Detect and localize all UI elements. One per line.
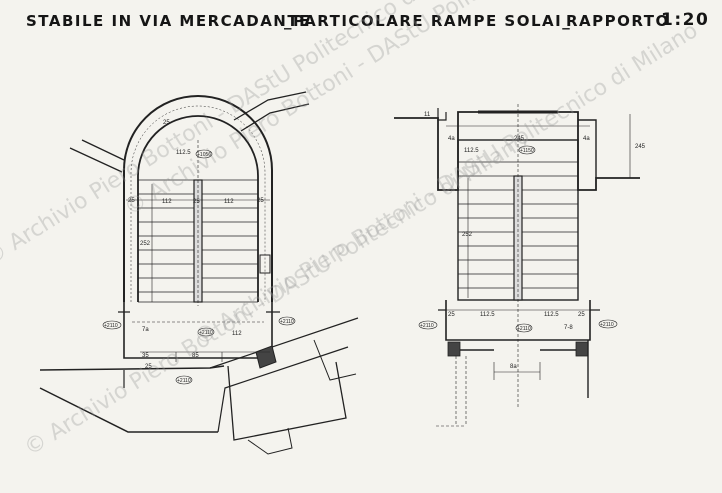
dim-landing-left: 7a bbox=[142, 327, 149, 333]
level-right: +2110 bbox=[280, 319, 294, 325]
level-right-right: +2110 bbox=[600, 322, 614, 328]
dim-depth-right: 252 bbox=[462, 232, 473, 238]
dim-side-height: 245 bbox=[635, 144, 646, 150]
wall-fixture bbox=[259, 254, 271, 274]
left-diagonal-wall bbox=[69, 139, 125, 173]
dim-tread-right: 112 bbox=[224, 199, 234, 205]
level-center-right: +2110 bbox=[517, 326, 531, 332]
dim-bottom-b: 85 bbox=[192, 353, 199, 359]
drawing-subtitle: _PARTICOLARE RAMPE SOLAI_ bbox=[284, 12, 572, 30]
level-top: +1056 bbox=[197, 152, 211, 158]
dim-bottom-left: 25 bbox=[448, 312, 455, 318]
lower-room bbox=[227, 361, 347, 441]
dim-tread-left: 112 bbox=[162, 199, 172, 205]
dim-top-left: 11 bbox=[424, 112, 431, 118]
dim-bottom-tread-right: 112.5 bbox=[544, 312, 559, 318]
arch-outer-wall bbox=[123, 95, 273, 302]
lower-wall-top bbox=[39, 365, 225, 371]
dim-right-margin: 25 bbox=[257, 198, 264, 204]
dim-below: 8a bbox=[510, 364, 517, 370]
dim-bottom-c: 25 bbox=[145, 364, 152, 370]
pillar bbox=[255, 345, 277, 369]
dim-depth: 252 bbox=[140, 241, 151, 247]
left-plan bbox=[39, 91, 359, 455]
dim-landing-right: 112 bbox=[232, 331, 242, 337]
right-plan-levels: +1150 +2110 +2110 +2110 bbox=[418, 145, 618, 333]
right-landing-wall bbox=[445, 300, 591, 341]
dim-crown-right: 112.5 bbox=[464, 148, 479, 154]
drawing-title: STABILE IN VIA MERCADANTE bbox=[26, 12, 311, 30]
lower-wall-bottom bbox=[39, 387, 218, 433]
dim-crown: 112.5 bbox=[176, 150, 191, 156]
dim-right-wall: 4a bbox=[583, 136, 590, 142]
left-dimension-lines bbox=[126, 184, 270, 362]
right-dimension-lines bbox=[446, 114, 631, 380]
left-plan-labels: 25 112.5 25 112 25 112 25 252 35 85 25 7… bbox=[128, 120, 264, 370]
level-bottom: +2110 bbox=[177, 378, 191, 384]
landing-wall bbox=[123, 302, 273, 359]
dim-middle: 25 bbox=[193, 199, 200, 205]
dim-stair-width: 245 bbox=[514, 136, 525, 142]
left-plan-levels: +1056 +2110 +2110 +2110 +2110 bbox=[102, 149, 296, 385]
level-center: +2110 bbox=[199, 330, 213, 336]
right-plan bbox=[394, 104, 640, 427]
dim-bottom-tread-left: 112.5 bbox=[480, 312, 495, 318]
scale-value: 1:20 bbox=[661, 10, 710, 30]
right-pillar-left bbox=[447, 341, 461, 357]
arch-hatch-line bbox=[130, 105, 266, 302]
dim-arch-top: 25 bbox=[163, 120, 170, 126]
dim-bottom-a: 35 bbox=[142, 353, 149, 359]
right-plan-labels: 11 4a 245 4a 245 112.5 252 25 112.5 112.… bbox=[424, 112, 646, 370]
right-diagonal-wall bbox=[233, 91, 310, 132]
dim-bottom-right: 25 bbox=[578, 312, 585, 318]
arch-inner-wall bbox=[137, 115, 259, 302]
level-top-right: +1150 bbox=[520, 148, 534, 154]
right-pillar-right bbox=[575, 341, 589, 357]
scale-label: RAPPORTO bbox=[566, 12, 670, 30]
lower-diagonal bbox=[209, 317, 359, 433]
dim-left-margin: 25 bbox=[128, 198, 135, 204]
level-left-right: +2110 bbox=[420, 323, 434, 329]
dim-bottom-detail: 7-8 bbox=[564, 325, 573, 331]
dim-left-wall: 4a bbox=[448, 136, 455, 142]
level-left: +2110 bbox=[104, 323, 118, 329]
